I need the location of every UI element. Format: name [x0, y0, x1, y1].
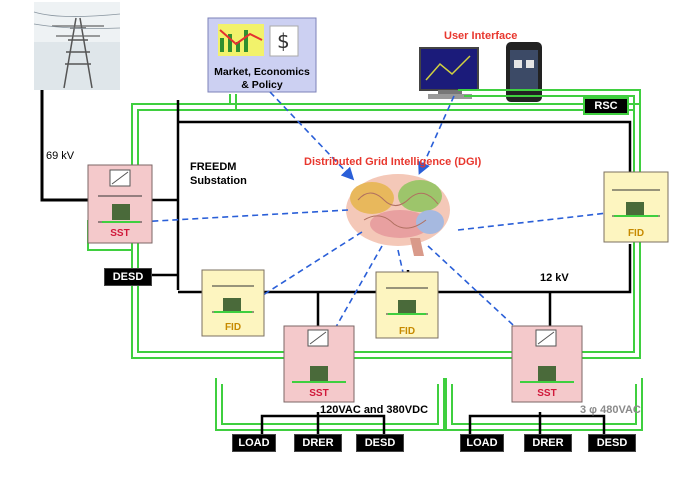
three-phase-label: 3 φ 480VAC: [580, 404, 641, 416]
voltage-12kv-label: 12 kV: [540, 272, 569, 284]
sst-right-box: [511, 325, 583, 403]
feeder-69kv-line: [40, 90, 88, 202]
freedm-line1: FREEDM: [190, 161, 237, 173]
rsc-badge: [583, 97, 629, 115]
market-label: Market, Economics & Policy: [210, 66, 314, 92]
fid-right-label: FID: [627, 228, 645, 239]
brain-icon: [346, 174, 450, 256]
sst-main-label: SST: [110, 228, 130, 239]
sst-main-box: [87, 164, 153, 244]
load-left-tag: LOAD: [232, 434, 276, 452]
market-chart-icon: $: [218, 24, 299, 57]
rsc-label: RSC: [594, 100, 618, 112]
fid-right-box: [603, 171, 669, 243]
fid-mid-box: [375, 271, 439, 339]
market-label-line1: Market, Economics: [214, 66, 310, 78]
fid-left-label: FID: [224, 322, 242, 333]
dgi-label: Distributed Grid Intelligence (DGI): [304, 156, 482, 168]
transmission-tower-icon: [33, 2, 121, 90]
smartphone-icon: [506, 42, 542, 102]
svg-text:$: $: [277, 29, 290, 53]
desd-left-tag: DESD: [104, 268, 152, 286]
fid-left-box: [201, 269, 265, 337]
dgi-links: [134, 91, 620, 353]
drer-right-tag: DRER: [524, 434, 572, 452]
fid-mid-label: FID: [398, 326, 416, 337]
ac-dc-label: 120VAC and 380VDC: [320, 404, 429, 416]
desd-right-tag: DESD: [588, 434, 636, 452]
monitor-icon: [419, 47, 479, 99]
market-label-line2: & Policy: [241, 79, 283, 91]
sst-center-box: [283, 325, 355, 403]
market-panel: $: [207, 17, 317, 93]
freedm-substation-label: FREEDM Substation: [190, 160, 247, 188]
voltage-69kv-label: 69 kV: [46, 150, 75, 162]
drer-left-tag: DRER: [294, 434, 342, 452]
load-right-tag: LOAD: [460, 434, 504, 452]
desd-center-tag: DESD: [356, 434, 404, 452]
sst-center-label: SST: [309, 388, 329, 399]
sst-right-label: SST: [537, 388, 557, 399]
user-interface-label: User Interface: [444, 30, 518, 42]
freedm-line2: Substation: [190, 175, 247, 187]
